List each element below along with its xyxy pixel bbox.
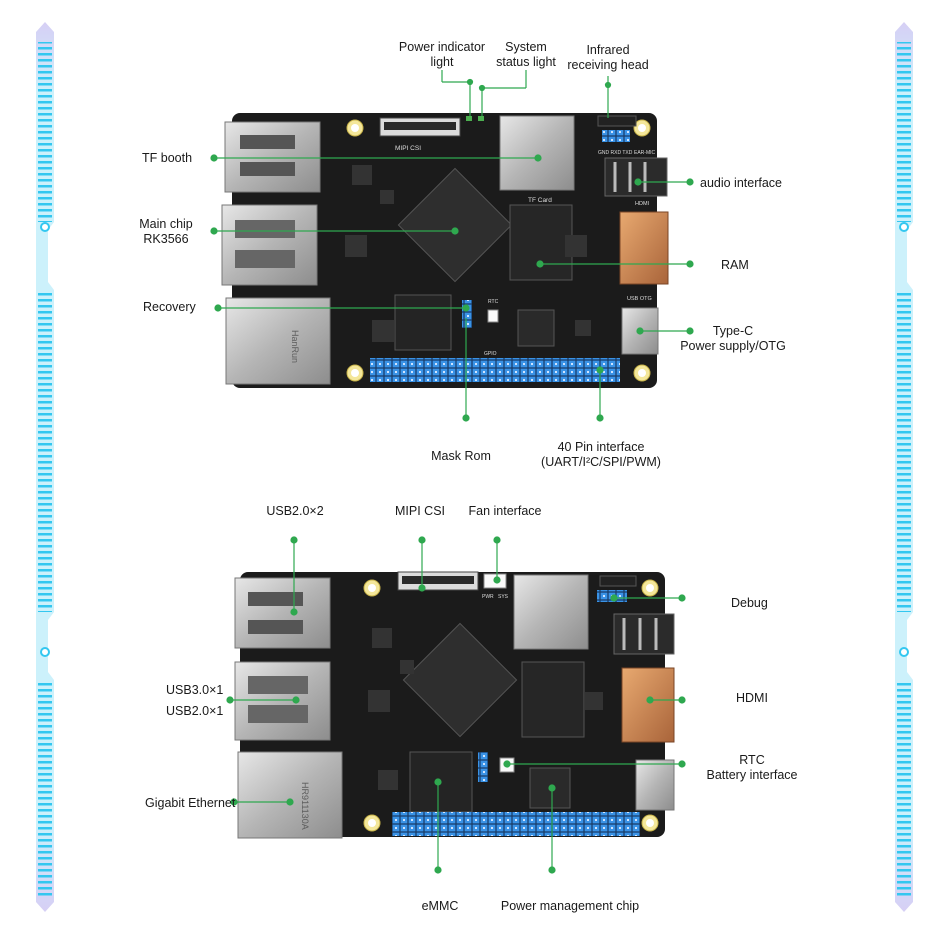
label-fan-interface: Fan interface <box>468 504 542 518</box>
svg-text:SYS: SYS <box>498 594 509 600</box>
svg-text:USB OTG: USB OTG <box>627 296 652 302</box>
label-usb30: USB3.0×1 <box>166 683 224 697</box>
bottom-callouts <box>226 536 686 874</box>
svg-text:HDMI: HDMI <box>635 201 650 207</box>
ethernet-port-top <box>225 297 331 385</box>
usb2-port-top <box>224 121 321 193</box>
svg-text:GND RXD TXD: GND RXD TXD <box>598 150 633 156</box>
typec-port-bottom <box>635 759 675 811</box>
bottom-board: HR911130A PWR SYS <box>234 571 675 839</box>
label-mask-rom: Mask Rom <box>431 449 491 463</box>
svg-text:RTC: RTC <box>488 299 499 305</box>
usb2-port-bottom <box>234 577 331 649</box>
label-audio-interface: audio interface <box>700 176 783 190</box>
main-chip-top <box>397 167 513 283</box>
label-debug: Debug <box>731 596 768 610</box>
ethernet-port-bottom <box>237 751 343 839</box>
right-circuit-frame <box>895 22 913 912</box>
gpio-40pin-header-bottom <box>392 812 640 836</box>
ram-chip-top <box>509 204 573 281</box>
label-mipi-csi: MIPI CSI <box>394 504 446 518</box>
label-recovery: Recovery <box>143 300 196 314</box>
svg-text:HanRun: HanRun <box>290 330 300 363</box>
label-usb20: USB2.0×1 <box>166 704 224 718</box>
label-hdmi: HDMI <box>736 691 768 705</box>
svg-text:MIPI CSI: MIPI CSI <box>395 145 421 152</box>
svg-text:TF Card: TF Card <box>528 197 552 204</box>
tf-card-slot-bottom <box>513 574 589 650</box>
svg-text:HR911130A: HR911130A <box>300 782 310 830</box>
label-emmc: eMMC <box>421 899 459 913</box>
main-chip-bottom <box>402 622 518 738</box>
label-power-management-chip: Power management chip <box>500 899 640 913</box>
hdmi-port-bottom <box>621 667 675 743</box>
label-tf-booth: TF booth <box>142 151 193 165</box>
tf-card-slot-top <box>499 115 575 191</box>
label-usb20x2: USB2.0×2 <box>266 504 324 518</box>
usb3-port-top <box>221 204 318 286</box>
usb3-port-bottom <box>234 661 331 741</box>
top-board: HanRun MIPI CSI TF Card GND RXD TXD EAR-… <box>221 113 669 388</box>
svg-text:EAR-MIC: EAR-MIC <box>634 150 656 156</box>
label-ram: RAM <box>721 258 749 272</box>
hdmi-port-top <box>619 211 669 285</box>
left-circuit-frame <box>36 22 54 912</box>
top-callouts <box>210 70 694 422</box>
label-40pin: 40 Pin interface(UART/I²C/SPI/PWM) <box>541 440 661 469</box>
gpio-40pin-header-top <box>370 358 620 382</box>
svg-text:GPIO: GPIO <box>484 351 497 357</box>
label-gigabit-ethernet: Gigabit Ethernet <box>145 796 236 810</box>
svg-text:PWR: PWR <box>482 594 494 600</box>
